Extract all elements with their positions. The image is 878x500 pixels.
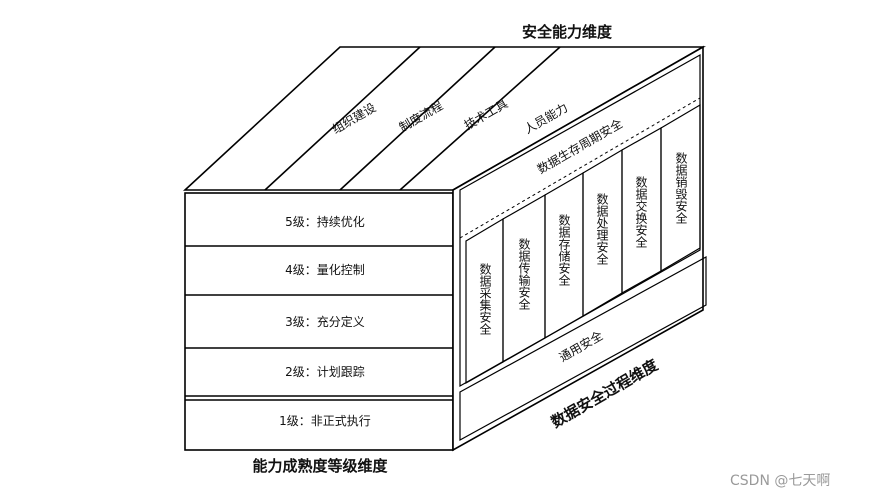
lifecycle-stage: 数据交换安全 <box>634 175 648 248</box>
lifecycle-stage: 数据传输安全 <box>517 237 531 310</box>
maturity-level-5: 5级：持续优化 <box>285 214 365 229</box>
maturity-level-2: 2级：计划跟踪 <box>285 365 365 379</box>
general-security-panel <box>459 255 707 442</box>
front-face <box>184 192 454 451</box>
lifecycle-stage: 数据存储安全 <box>557 213 571 286</box>
maturity-level-3: 3级：充分定义 <box>285 314 365 329</box>
right-face <box>452 45 704 452</box>
watermark: CSDN @七天啊 <box>730 473 831 489</box>
lifecycle-stage: 数据销毁安全 <box>674 151 688 224</box>
top-title: 安全能力维度 <box>522 23 613 41</box>
maturity-level-4: 4级：量化控制 <box>285 263 365 277</box>
bottom-left-title: 能力成熟度等级维度 <box>252 457 388 475</box>
maturity-level-1: 1级：非正式执行 <box>279 414 371 428</box>
lifecycle-stage: 数据处理安全 <box>595 192 609 265</box>
lifecycle-stage-columns <box>465 103 701 385</box>
lifecycle-stage: 数据采集安全 <box>478 262 492 335</box>
